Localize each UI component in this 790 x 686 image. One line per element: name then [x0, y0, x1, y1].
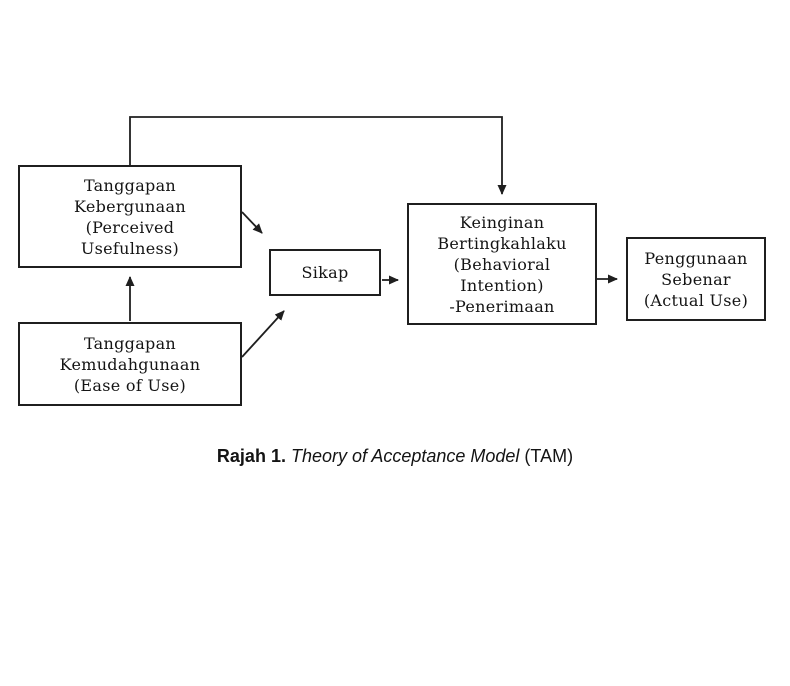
node-perceived-usefulness-label: Tanggapan Kebergunaan (Perceived Usefuln…	[74, 175, 186, 258]
arrow-easeofuse-to-sikap	[241, 310, 285, 358]
node-actual-use: Penggunaan Sebenar (Actual Use)	[626, 237, 766, 321]
arrow-usefulness-to-sikap	[241, 211, 263, 234]
node-behavioral-intention-label: Keinginan Bertingkahlaku (Behavioral Int…	[437, 212, 567, 316]
figure-caption: Rajah 1. Theory of Acceptance Model (TAM…	[0, 446, 790, 467]
node-sikap: Sikap	[269, 249, 381, 296]
figure-caption-number: Rajah 1.	[216, 446, 286, 466]
figure-caption-acronym: (TAM)	[524, 446, 574, 466]
figure-caption-title: Theory of Acceptance Model	[290, 446, 520, 466]
node-ease-of-use: Tanggapan Kemudahgunaan (Ease of Use)	[18, 322, 242, 406]
node-actual-use-label: Penggunaan Sebenar (Actual Use)	[643, 248, 749, 310]
node-behavioral-intention: Keinginan Bertingkahlaku (Behavioral Int…	[407, 203, 597, 325]
arrow-usefulness-to-intention-feedback	[129, 116, 507, 195]
node-ease-of-use-label: Tanggapan Kemudahgunaan (Ease of Use)	[59, 333, 201, 395]
node-perceived-usefulness: Tanggapan Kebergunaan (Perceived Usefuln…	[18, 165, 242, 268]
node-sikap-label: Sikap	[301, 263, 349, 282]
